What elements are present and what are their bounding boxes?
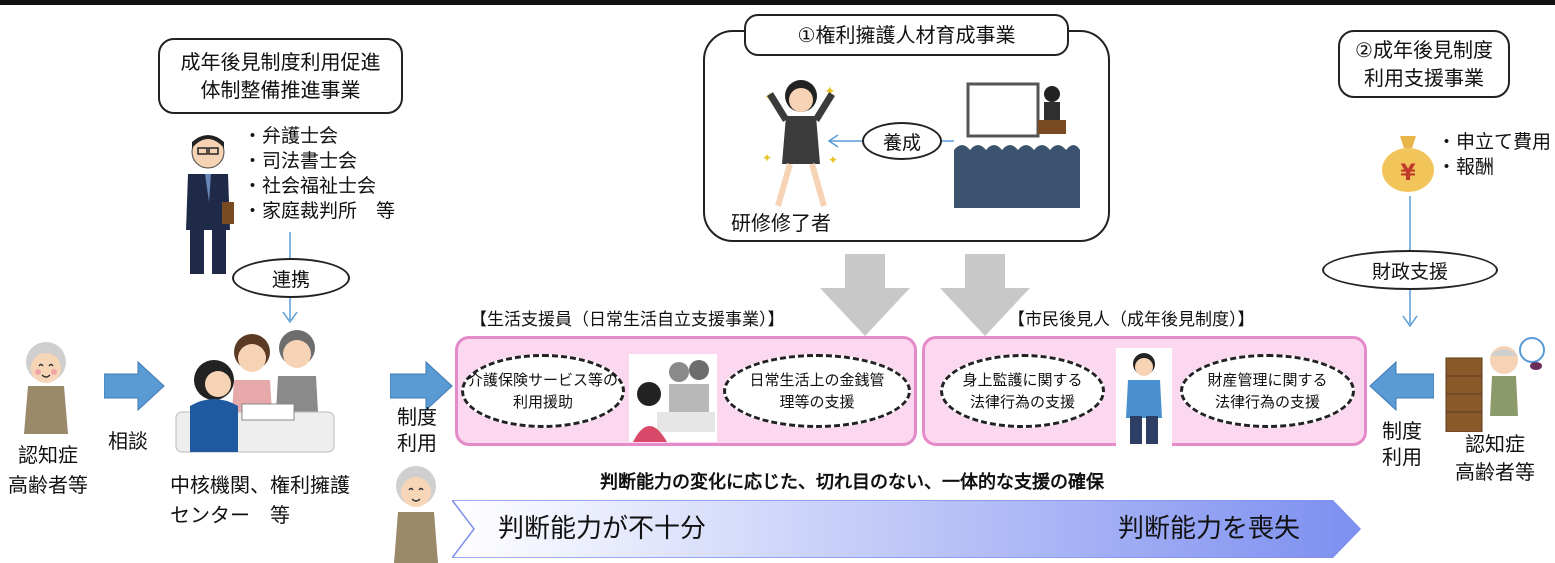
graduate-label: 研修修了者: [731, 211, 831, 235]
elderly-woman-bottom-icon: [394, 466, 438, 563]
cost-item: ・報酬: [1437, 156, 1495, 178]
elderly-man-cabinet-icon: [1445, 337, 1545, 432]
support-worker-scene-icon: [629, 354, 717, 442]
support-item-money-line2: 理等の支援: [779, 393, 855, 411]
cost-list: ・申立て費用 ・報酬: [1437, 130, 1551, 180]
use-arrow-right: [1369, 360, 1434, 412]
zaisei-label: 財政支援: [1371, 260, 1448, 283]
cost-item: ・申立て費用: [1437, 131, 1552, 153]
promotion-project-line1: 成年後見制度利用促進: [180, 50, 381, 74]
project2-line1: ②成年後見制度: [1355, 38, 1493, 62]
guardian-item-property-line1: 財産管理に関する: [1207, 371, 1328, 389]
person-left-label: 認知症 高齢者等: [6, 440, 90, 500]
organization-item: ・社会福祉士会: [243, 175, 377, 197]
support-item-care-service: 介護保険サービス等の 利用援助: [461, 354, 625, 428]
use-arrow-left: [390, 360, 453, 412]
person-left-label-line2: 高齢者等: [8, 473, 88, 497]
support-item-money-line1: 日常生活上の金銭管: [749, 371, 885, 389]
seido-riyou-right-line1: 制度: [1382, 419, 1422, 443]
person-left-label-line1: 認知症: [18, 443, 78, 467]
guardian-item-personal: 身上監護に関する 法律行為の支援: [940, 354, 1105, 428]
zaisei-oval: 財政支援: [1322, 250, 1498, 290]
guardian-item-property: 財産管理に関する 法律行為の支援: [1180, 354, 1355, 428]
graduate-woman-icon: ✦✦ ✦✦: [762, 80, 838, 207]
soudan-label: 相談: [108, 429, 148, 453]
elderly-woman-icon: [24, 342, 68, 434]
continuity-message: 判断能力の変化に応じた、切れ目のない、一体的な支援の確保: [600, 472, 1104, 493]
project1-title: ①権利擁護人材育成事業: [797, 23, 1016, 47]
capacity-left-label: 判断能力が不十分: [498, 514, 707, 544]
person-right-label: 認知症 高齢者等: [1452, 430, 1538, 486]
renkei-oval: 連携: [232, 258, 350, 298]
training-oval: 養成: [862, 122, 942, 160]
training-label: 養成: [882, 131, 921, 154]
project2-box: ②成年後見制度 利用支援事業: [1338, 30, 1510, 98]
project1-title-box: ①権利擁護人材育成事業: [744, 14, 1069, 56]
consult-arrow: [104, 360, 165, 412]
lawyer-icon: [186, 135, 234, 274]
seido-riyou-right-line2: 利用: [1382, 445, 1422, 469]
lecture-hall-icon: [954, 82, 1080, 208]
organization-item: ・家庭裁判所 等: [243, 200, 396, 222]
organization-list: ・弁護士会 ・司法書士会 ・社会福祉士会 ・家庭裁判所 等: [243, 124, 395, 224]
seido-riyou-right: 制度 利用: [1376, 418, 1428, 470]
seido-riyou-left-line2: 利用: [397, 431, 437, 455]
money-bag-icon: ¥: [1382, 136, 1434, 192]
support-item-care-line1: 介護保険サービス等の: [467, 371, 618, 389]
seido-riyou-left-line1: 制度: [397, 405, 437, 429]
svg-text:¥: ¥: [1400, 161, 1416, 186]
core-org-line1: 中核機関、権利擁護: [170, 473, 350, 497]
organization-item: ・司法書士会: [243, 150, 358, 172]
core-org-line2: センター 等: [170, 503, 290, 527]
citizen-guardian-man-icon: [1116, 348, 1172, 446]
project2-line2: 利用支援事業: [1364, 66, 1484, 90]
citizen-guardian-title: 【市民後見人（成年後見制度）】: [1008, 310, 1255, 330]
guardian-item-personal-line2: 法律行為の支援: [969, 393, 1075, 411]
person-right-label-line1: 認知症: [1465, 432, 1525, 456]
counseling-scene-icon: [175, 330, 335, 453]
core-org-label: 中核機関、権利擁護 センター 等: [170, 470, 350, 530]
svg-text:✦: ✦: [828, 153, 838, 167]
seido-riyou-left: 制度 利用: [392, 404, 442, 456]
person-right-label-line2: 高齢者等: [1455, 460, 1535, 484]
gray-arrow-left: [820, 254, 910, 336]
gray-arrow-right: [940, 254, 1030, 336]
promotion-project-box: 成年後見制度利用促進 体制整備推進事業: [158, 38, 403, 114]
support-item-care-line2: 利用援助: [512, 393, 573, 411]
svg-text:✦: ✦: [762, 151, 772, 165]
guardian-item-property-line2: 法律行為の支援: [1214, 393, 1320, 411]
support-item-money: 日常生活上の金銭管 理等の支援: [723, 354, 911, 428]
promotion-project-line2: 体制整備推進事業: [200, 78, 361, 102]
capacity-arrow: [452, 500, 1362, 558]
guardian-item-personal-line1: 身上監護に関する: [962, 371, 1083, 389]
organization-item: ・弁護士会: [243, 125, 339, 147]
top-border: [0, 0, 1555, 5]
support-worker-title: 【生活支援員（日常生活自立支援事業）】: [470, 310, 785, 330]
capacity-right-label: 判断能力を喪失: [1118, 514, 1301, 544]
renkei-label: 連携: [271, 268, 310, 291]
